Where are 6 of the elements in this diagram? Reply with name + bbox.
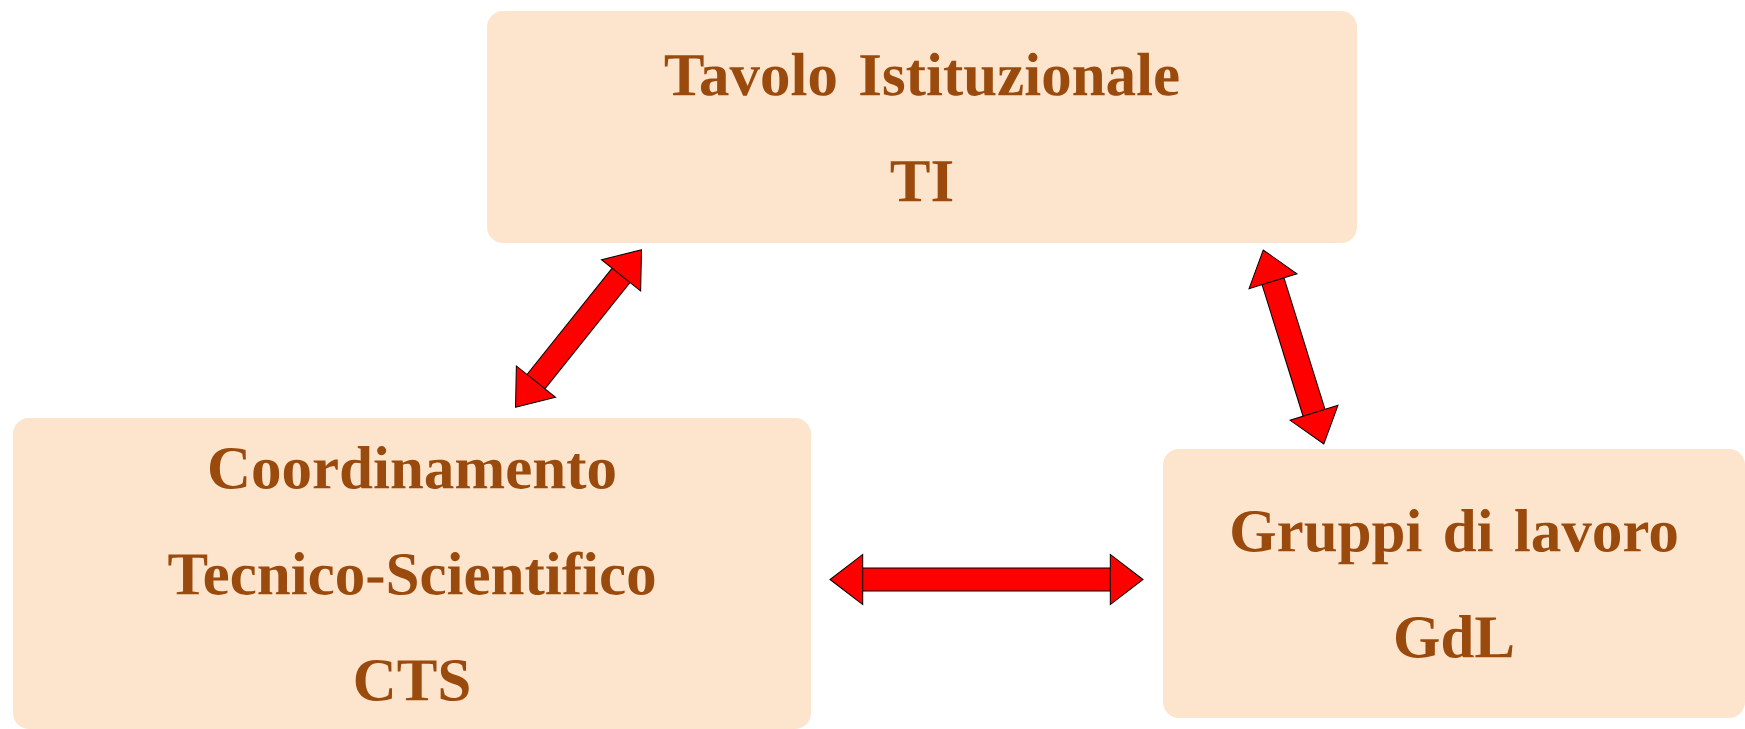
process-box: Coordinamento Tecnico-Scientifico CTS	[13, 418, 811, 729]
double-arrow	[829, 553, 1144, 606]
process-box: Gruppi di lavoro GdL	[1163, 449, 1745, 718]
double-arrow	[1248, 249, 1339, 445]
process-box: Tavolo Istituzionale TI	[487, 11, 1357, 243]
double-arrow	[515, 249, 642, 408]
